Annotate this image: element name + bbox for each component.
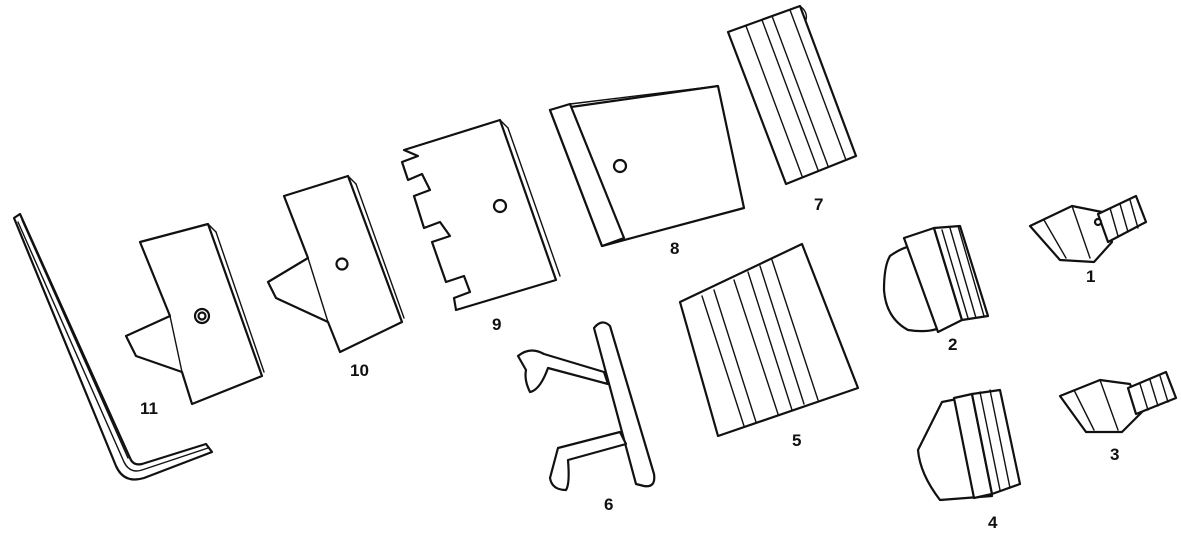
label-part-1: 1 xyxy=(1086,267,1095,286)
hex-key xyxy=(12,212,214,481)
part-11-blade xyxy=(124,222,265,406)
label-part-11: 11 xyxy=(140,399,158,418)
label-part-7: 7 xyxy=(814,195,823,214)
label-part-9: 9 xyxy=(492,315,501,334)
label-part-2: 2 xyxy=(948,335,957,354)
label-part-4: 4 xyxy=(988,513,998,532)
part-8-body-block xyxy=(548,84,746,248)
label-part-10: 10 xyxy=(350,361,369,380)
label-part-6: 6 xyxy=(604,495,613,514)
part-3-threaded-nozzle xyxy=(1058,370,1178,434)
label-part-5: 5 xyxy=(792,431,801,450)
label-part-8: 8 xyxy=(670,239,679,258)
part-10-blade xyxy=(266,174,405,354)
part-6-handle xyxy=(516,321,656,492)
part-9-notched-plate xyxy=(400,118,561,312)
part-1-threaded-nozzle xyxy=(1028,194,1148,264)
part-5-grooved-cylinder xyxy=(678,242,860,438)
part-2-knurled-cap xyxy=(882,224,990,334)
part-7-grooved-segment xyxy=(726,4,858,186)
label-part-3: 3 xyxy=(1110,445,1119,464)
part-4-knurled-conical-cap xyxy=(916,388,1022,502)
